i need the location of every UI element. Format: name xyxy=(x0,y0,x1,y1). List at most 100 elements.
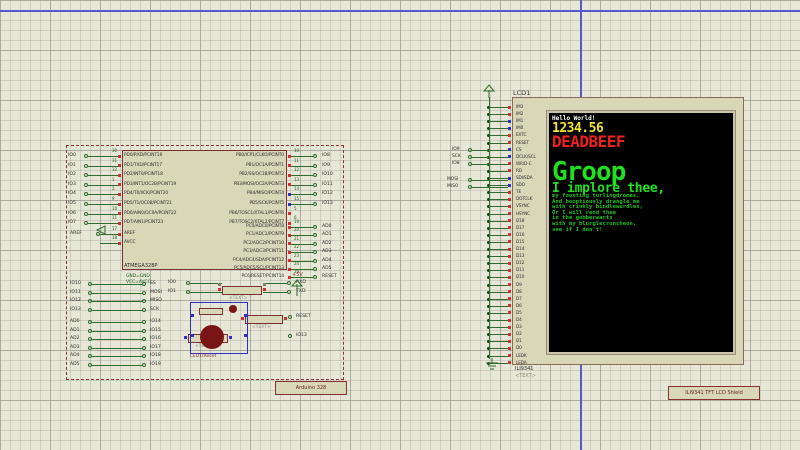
mcu-pin-marker xyxy=(118,154,121,158)
terminal-ad0[interactable] xyxy=(313,225,317,229)
wire-segment xyxy=(488,107,508,108)
lcd-pin-label: D16 xyxy=(516,231,525,237)
terminal-ad1[interactable] xyxy=(88,328,92,333)
terminal-ad3[interactable] xyxy=(88,345,92,350)
terminal-io11[interactable] xyxy=(313,182,317,187)
terminal-ad4[interactable] xyxy=(88,354,92,358)
lcd-pin-marker xyxy=(508,311,511,315)
net-label-io15: IO15 xyxy=(150,327,161,333)
terminal-io2[interactable] xyxy=(84,173,88,178)
terminal-ad5[interactable] xyxy=(88,362,92,367)
terminal-io14[interactable] xyxy=(142,320,146,324)
terminal-io10[interactable] xyxy=(313,173,317,178)
terminal-io11[interactable] xyxy=(88,290,92,295)
terminal-sck[interactable] xyxy=(468,155,472,159)
wire-segment xyxy=(488,192,508,194)
lcd-text-bigword: Groop xyxy=(552,157,626,187)
resistor-rxd[interactable] xyxy=(222,286,262,295)
switch-outline[interactable] xyxy=(190,302,248,354)
terminal-ad0[interactable] xyxy=(88,320,92,324)
lcd-pin-marker xyxy=(508,283,511,286)
mcu-pin-number: 19 xyxy=(294,219,300,224)
lcd-pin-marker xyxy=(508,332,511,336)
wire-junction xyxy=(487,219,490,223)
mcu-pin-number: 2 xyxy=(112,186,115,192)
terminal-mosi[interactable] xyxy=(468,178,472,182)
wire-segment xyxy=(488,362,508,364)
terminal-aref[interactable] xyxy=(96,232,100,236)
terminal-io0[interactable] xyxy=(84,154,88,158)
terminal-io13[interactable] xyxy=(88,307,92,312)
terminal-io13[interactable] xyxy=(288,334,292,338)
mcu-pin-marker xyxy=(288,183,291,187)
wire-segment xyxy=(88,204,118,205)
terminal-txd[interactable] xyxy=(287,290,291,294)
mcu-pin-number: 24 xyxy=(294,261,300,266)
terminal-io19[interactable] xyxy=(142,362,146,367)
wire-segment xyxy=(291,165,313,167)
terminal-ad4[interactable] xyxy=(313,258,317,263)
wire-segment xyxy=(291,260,313,262)
terminal-mosi[interactable] xyxy=(142,290,146,295)
resistor-reset-pin-left xyxy=(241,317,244,320)
terminal-io7[interactable] xyxy=(84,221,88,226)
net-label-io10: IO10 xyxy=(70,281,81,286)
mcu-body[interactable] xyxy=(122,150,287,270)
terminal-io13[interactable] xyxy=(313,202,317,206)
terminal-io16[interactable] xyxy=(142,337,146,341)
resistor-reset-label: <TEXT> xyxy=(252,325,271,330)
net-label-io0: IO0 xyxy=(168,280,176,285)
terminal-reset[interactable] xyxy=(313,275,317,280)
terminal-ss[interactable] xyxy=(142,282,146,286)
terminal-io18[interactable] xyxy=(142,354,146,358)
wire-segment xyxy=(88,213,118,215)
resistor-reset[interactable] xyxy=(245,315,283,324)
terminal-io1[interactable] xyxy=(84,163,88,168)
arduino-group-tag[interactable]: Arduino 328 xyxy=(275,381,347,395)
terminal-io9[interactable] xyxy=(313,163,317,168)
terminal-ad5[interactable] xyxy=(313,267,317,271)
wire-segment xyxy=(100,234,118,235)
lcd-shield-tag[interactable]: ILI9341 TFT LCD Shield xyxy=(668,386,760,400)
lcd-pin-marker xyxy=(508,304,511,308)
terminal-ad3[interactable] xyxy=(313,250,317,255)
wire-segment xyxy=(291,204,313,205)
wire-segment xyxy=(88,156,118,157)
lcd-pin-label: D1 xyxy=(516,338,522,344)
wire-segment xyxy=(488,284,508,286)
terminal-io5[interactable] xyxy=(84,202,88,206)
terminal-ad2[interactable] xyxy=(313,241,317,246)
wire-segment xyxy=(488,142,508,144)
terminal-io6[interactable] xyxy=(84,211,88,216)
terminal-sck[interactable] xyxy=(142,307,146,312)
wire-segment xyxy=(291,227,313,228)
terminal-io1[interactable] xyxy=(186,290,190,294)
pushbutton-body[interactable] xyxy=(200,325,224,349)
terminal-io0[interactable] xyxy=(186,281,190,285)
terminal-rxd[interactable] xyxy=(287,281,291,285)
lcd-display-screen[interactable]: Hello World! 1234.56 DEADBEEF Groop I im… xyxy=(549,113,733,352)
terminal-ad1[interactable] xyxy=(313,233,317,238)
terminal-io4[interactable] xyxy=(84,192,88,197)
mcu-pin-number: 20 xyxy=(294,227,300,233)
terminal-miso[interactable] xyxy=(468,185,472,189)
terminal-io3[interactable] xyxy=(84,182,88,187)
terminal-reset[interactable] xyxy=(288,315,292,319)
mcu-pin-marker xyxy=(118,212,121,216)
terminal-io8[interactable] xyxy=(313,154,317,158)
terminal-io17[interactable] xyxy=(142,345,146,350)
terminal-io12[interactable] xyxy=(88,299,92,303)
mcu-pin-marker xyxy=(288,267,291,271)
terminal-io8[interactable] xyxy=(468,162,472,166)
terminal-io12[interactable] xyxy=(313,192,317,197)
terminal-io9[interactable] xyxy=(468,148,472,152)
terminal-io10[interactable] xyxy=(88,282,92,286)
mcu-pin-number: 17 xyxy=(112,226,118,231)
lcd-pin-label: DCLK/SCL xyxy=(516,153,536,159)
terminal-io15[interactable] xyxy=(142,328,146,333)
terminal-miso[interactable] xyxy=(142,299,146,303)
terminal-ad2[interactable] xyxy=(88,337,92,341)
wire-junction xyxy=(487,113,490,117)
wire-junction xyxy=(487,290,490,294)
